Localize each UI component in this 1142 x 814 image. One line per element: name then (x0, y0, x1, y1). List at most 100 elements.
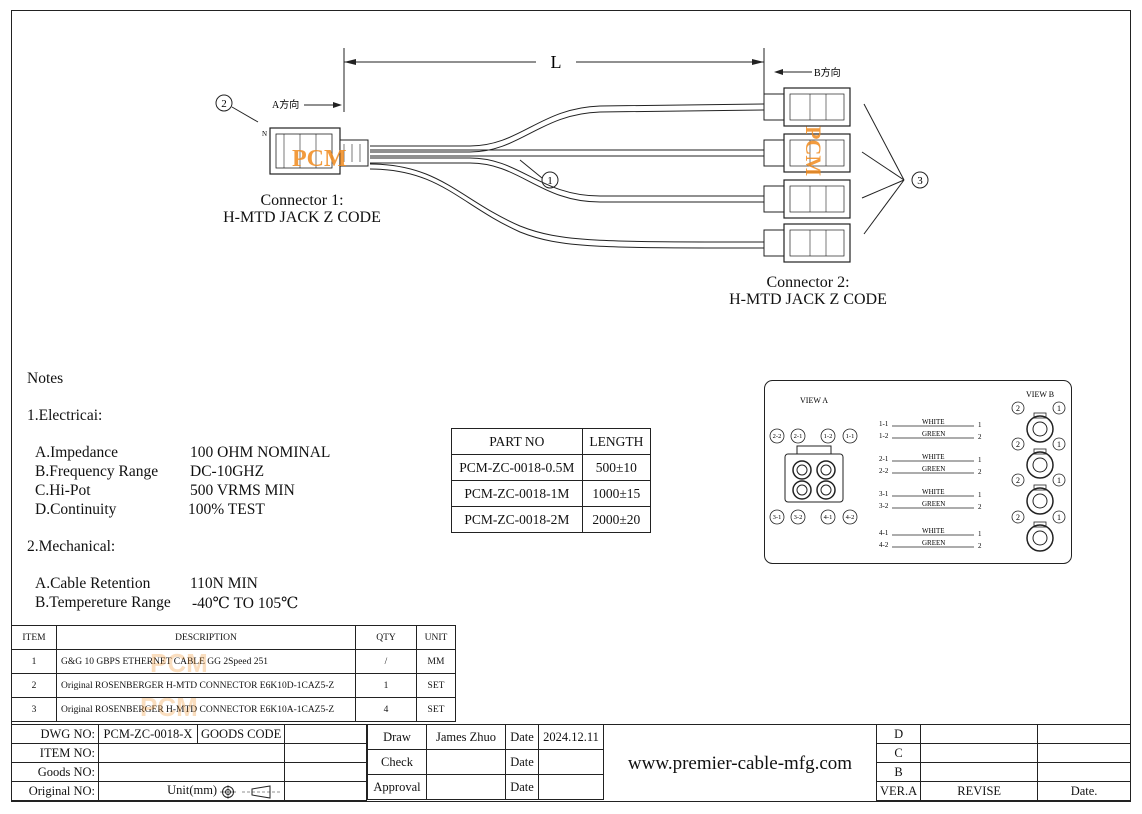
draw-date: 2024.12.11 (538, 724, 604, 750)
rev-c: C (875, 743, 922, 763)
pin-b-label: 1 (1057, 440, 1061, 449)
item-cell: 2 (11, 673, 57, 698)
drawing-frame (11, 10, 1131, 802)
hipot-value: 500 VRMS MIN (190, 482, 295, 499)
table-row: 1 G&G 10 GBPS ETHERNET CABLE GG 2Speed 2… (11, 649, 456, 674)
goods-code-label: GOODS CODE (196, 724, 286, 744)
table-row: B (875, 762, 1131, 782)
connector-1-type: H-MTD JACK Z CODE (223, 209, 381, 226)
cable-drawing: L A方向 B方向 2 N 1 (215, 48, 929, 263)
pin-b-label: 1 (1057, 476, 1061, 485)
continuity-value: 100% TEST (188, 501, 265, 518)
table-row: Approval Date (367, 774, 604, 800)
table-row: 3 Original ROSENBERGER H-MTD CONNECTOR E… (11, 697, 456, 722)
continuity-label: D.Continuity (35, 501, 117, 518)
b-direction-label: B方向 (814, 66, 841, 79)
wire-end: 1 (978, 421, 982, 429)
item-header: ITEM (11, 625, 57, 650)
connector-1-title: Connector 1: (260, 192, 344, 209)
description-header: DESCRIPTION (56, 625, 356, 650)
wire-color: WHITE (922, 527, 945, 535)
temperature-value: -40℃ TO 105℃ (192, 595, 299, 612)
wire-pin: 1-2 (879, 432, 889, 440)
impedance-value: 100 OHM NOMINAL (190, 444, 331, 461)
pin-label: 4-2 (846, 514, 855, 521)
approval-label: Approval (367, 774, 427, 800)
callout-2-text: 2 (221, 98, 227, 110)
table-row: Draw James Zhuo Date 2024.12.11 (367, 724, 604, 750)
view-a-label: VIEW A (800, 396, 828, 405)
wire-pin: 2-1 (879, 455, 889, 463)
wire-pin: 3-1 (879, 490, 889, 498)
cable-bundle (369, 103, 765, 249)
pin-label: 2-2 (773, 433, 782, 440)
table-row: D (875, 724, 1131, 744)
pin-label: 1-1 (846, 433, 855, 440)
date-label: Date (505, 724, 539, 750)
table-row: PCM-ZC-0018-0.5M 500±10 (451, 454, 652, 481)
draw-label: Draw (367, 724, 427, 750)
part-no-cell: PCM-ZC-0018-0.5M (451, 454, 583, 481)
wire-pin: 4-1 (879, 529, 889, 537)
pin-label: 2-1 (794, 433, 803, 440)
table-row: 2 Original ROSENBERGER H-MTD CONNECTOR E… (11, 673, 456, 698)
qty-header: QTY (355, 625, 417, 650)
item-cell: 1 (11, 649, 57, 674)
pcm-logo-watermark: PCM (140, 692, 198, 722)
table-row: Check Date (367, 749, 604, 775)
retention-value: 110N MIN (190, 575, 258, 592)
draw-name: James Zhuo (426, 724, 506, 750)
part-no-cell: PCM-ZC-0018-1M (451, 480, 583, 507)
length-cell: 2000±20 (581, 506, 652, 533)
table-row: C (875, 743, 1131, 763)
view-a-connector (769, 428, 858, 525)
connector-2-drawings (763, 87, 851, 263)
callout-3-text: 3 (917, 175, 923, 187)
dwg-no-value: PCM-ZC-0018-X (98, 724, 198, 744)
impedance-label: A.Impedance (35, 444, 119, 461)
item-no-label: ITEM NO: (11, 743, 99, 763)
wire-end: 1 (978, 491, 982, 499)
wire-pin: 3-2 (879, 502, 889, 510)
table-row: DWG NO: PCM-ZC-0018-X GOODS CODE (11, 724, 367, 744)
wire-pin: 4-2 (879, 541, 889, 549)
wire-end: 2 (978, 542, 982, 550)
pin-b-label: 2 (1016, 440, 1020, 449)
wire-end: 1 (978, 530, 982, 538)
pinout-views: VIEW A VIEW B 2-2 2-1 1-2 1-1 3-1 3-2 4-… (764, 380, 1072, 564)
frequency-value: DC-10GHZ (190, 463, 265, 480)
table-row: Original NO: Unit(mm) (11, 781, 367, 801)
notes-heading: Notes (27, 370, 64, 387)
projection-symbol-icon (220, 784, 281, 799)
pin-label: 4-1 (824, 514, 833, 521)
part-no-header: PART NO (451, 428, 583, 455)
rev-d: D (875, 724, 922, 744)
pin-b-label: 1 (1057, 404, 1061, 413)
connector-2-caption: Connector 2: H-MTD JACK Z CODE (716, 274, 900, 308)
hipot-label: C.Hi-Pot (35, 482, 91, 499)
mechanical-title: 2.Mechanical: (27, 538, 116, 555)
table-row: ITEM DESCRIPTION QTY UNIT (11, 625, 456, 650)
check-label: Check (367, 749, 427, 775)
connector-1-caption: Connector 1: H-MTD JACK Z CODE (210, 192, 394, 226)
wire-color: WHITE (922, 453, 945, 461)
pin-b-label: 2 (1016, 476, 1020, 485)
frequency-label: B.Frequency Range (35, 463, 159, 480)
pin-b-label: 2 (1016, 513, 1020, 522)
pin-b-label: 1 (1057, 513, 1061, 522)
revision-block: D C B VER.A REVISE Date. (875, 724, 1131, 801)
goods-no-label: Goods NO: (11, 762, 99, 782)
table-row: PCM-ZC-0018-1M 1000±15 (451, 480, 652, 507)
rev-b: B (875, 762, 922, 782)
qty-cell: / (355, 649, 417, 674)
part-no-cell: PCM-ZC-0018-2M (451, 506, 583, 533)
ver-label: VER.A (875, 781, 922, 801)
unit-label: Unit(mm) (167, 783, 218, 798)
pin-label: 3-1 (773, 514, 782, 521)
wire-pin: 2-2 (879, 467, 889, 475)
pin-label: 3-2 (794, 514, 803, 521)
pcm-logo-connector-2: PCM (801, 126, 826, 176)
bom-table: ITEM DESCRIPTION QTY UNIT 1 G&G 10 GBPS … (11, 625, 456, 722)
retention-label: A.Cable Retention (35, 575, 151, 592)
pcm-logo-connector-1: PCM (292, 146, 347, 172)
